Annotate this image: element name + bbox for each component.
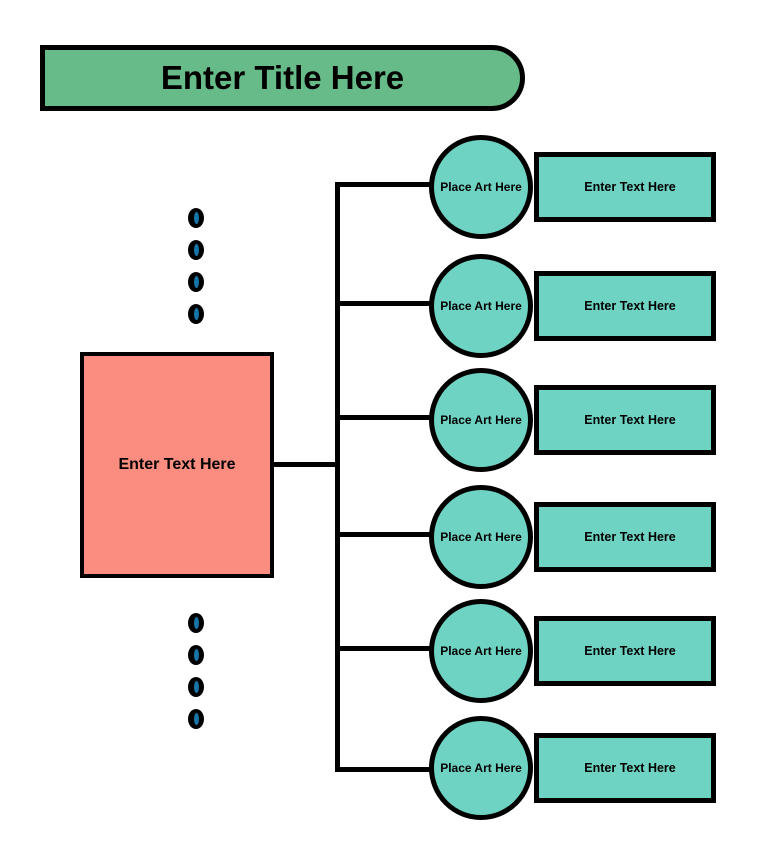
branch-row: Enter Text Here Place Art Here — [0, 596, 760, 706]
branch-bar-label: Enter Text Here — [584, 413, 676, 427]
branch-art-circle[interactable]: Place Art Here — [429, 599, 533, 703]
root-node-label: Enter Text Here — [118, 456, 236, 473]
branch-art-circle[interactable]: Place Art Here — [429, 368, 533, 472]
decorative-dot-group-bottom — [184, 613, 208, 741]
branch-bar-label: Enter Text Here — [584, 299, 676, 313]
branch-art-label: Place Art Here — [440, 299, 522, 313]
decorative-dot — [188, 709, 204, 729]
connector-trunk — [335, 182, 340, 772]
connector-branch-6 — [335, 767, 440, 772]
decorative-dot — [188, 240, 204, 260]
branch-row: Enter Text Here Place Art Here — [0, 713, 760, 823]
branch-bar[interactable]: Enter Text Here — [534, 152, 716, 222]
branch-row: Enter Text Here Place Art Here — [0, 251, 760, 361]
root-node[interactable]: Enter Text Here — [80, 352, 274, 578]
decorative-dot — [188, 645, 204, 665]
branch-bar[interactable]: Enter Text Here — [534, 733, 716, 803]
connector-branch-4 — [335, 532, 440, 537]
branch-row: Enter Text Here Place Art Here — [0, 365, 760, 475]
connector-branch-5 — [335, 646, 440, 651]
branch-art-circle[interactable]: Place Art Here — [429, 716, 533, 820]
branch-row: Enter Text Here Place Art Here — [0, 482, 760, 592]
connector-root-stub — [272, 462, 340, 467]
decorative-dot — [188, 208, 204, 228]
title-banner[interactable]: Enter Title Here — [40, 45, 525, 111]
decorative-dot — [188, 613, 204, 633]
branch-art-circle[interactable]: Place Art Here — [429, 254, 533, 358]
branch-bar-label: Enter Text Here — [584, 530, 676, 544]
connector-branch-3 — [335, 415, 440, 420]
branch-row: Enter Text Here Place Art Here — [0, 132, 760, 242]
branch-art-circle[interactable]: Place Art Here — [429, 485, 533, 589]
branch-bar[interactable]: Enter Text Here — [534, 271, 716, 341]
branch-bar[interactable]: Enter Text Here — [534, 502, 716, 572]
branch-bar-label: Enter Text Here — [584, 761, 676, 775]
connector-branch-2 — [335, 301, 440, 306]
branch-art-label: Place Art Here — [440, 413, 522, 427]
decorative-dot-group-top — [184, 208, 208, 336]
branch-art-label: Place Art Here — [440, 761, 522, 775]
branch-art-circle[interactable]: Place Art Here — [429, 135, 533, 239]
decorative-dot — [188, 304, 204, 324]
title-text: Enter Title Here — [160, 58, 405, 96]
decorative-dot — [188, 677, 204, 697]
branch-art-label: Place Art Here — [440, 644, 522, 658]
branch-art-label: Place Art Here — [440, 530, 522, 544]
decorative-dot — [188, 272, 204, 292]
connector-branch-1 — [335, 182, 440, 187]
branch-bar[interactable]: Enter Text Here — [534, 385, 716, 455]
branch-art-label: Place Art Here — [440, 180, 522, 194]
branch-bar-label: Enter Text Here — [584, 644, 676, 658]
branch-bar[interactable]: Enter Text Here — [534, 616, 716, 686]
branch-bar-label: Enter Text Here — [584, 180, 676, 194]
